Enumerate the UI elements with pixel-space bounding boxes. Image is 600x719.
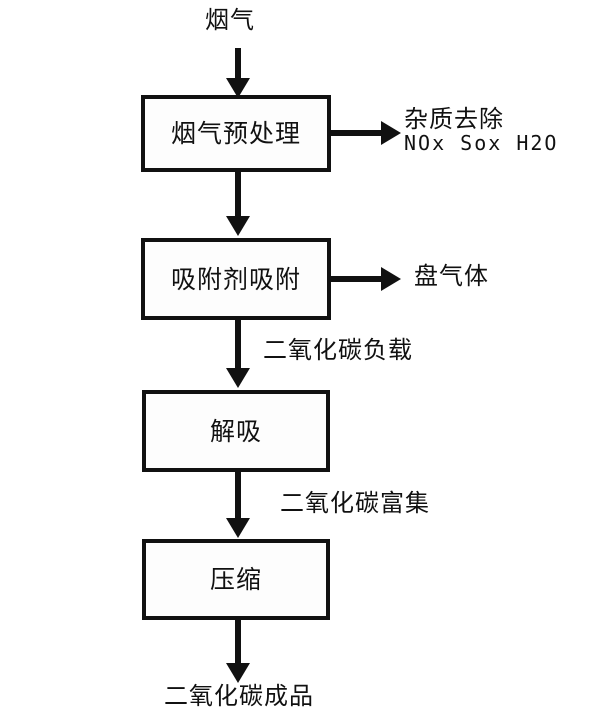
inlet-arrow-head — [226, 78, 250, 98]
process-box-pretreatment[interactable]: 烟气预处理 — [141, 95, 331, 172]
stream-label-co2-enriched: 二氧化碳富集 — [280, 489, 430, 517]
process-box-adsorption[interactable]: 吸附剂吸附 — [141, 238, 331, 320]
process-box-label: 烟气预处理 — [170, 119, 301, 148]
arrow-line-adsorption-to-desorption — [235, 320, 241, 370]
outlet-arrow-head — [226, 663, 250, 683]
process-box-label: 压缩 — [209, 565, 262, 594]
process-box-desorption[interactable]: 解吸 — [142, 390, 330, 472]
outlet-arrow-line — [235, 620, 241, 665]
arrow-line-pretreatment-to-adsorption — [235, 172, 241, 218]
impurity-removal-label-group: 杂质去除 NOx Sox H2O — [404, 105, 559, 156]
lean-gas-arrow-line — [331, 276, 383, 282]
process-box-compression[interactable]: 压缩 — [142, 539, 330, 620]
impurity-arrow-line — [331, 130, 383, 136]
arrow-head-desorption-to-compression — [226, 518, 250, 538]
inlet-label: 烟气 — [205, 6, 255, 34]
arrow-line-desorption-to-compression — [235, 472, 241, 521]
outlet-label: 二氧化碳成品 — [164, 682, 314, 710]
process-box-label: 吸附剂吸附 — [170, 264, 301, 294]
lean-gas-arrow-head — [381, 267, 401, 291]
arrow-head-pretreatment-to-adsorption — [226, 216, 250, 236]
arrow-head-adsorption-to-desorption — [226, 368, 250, 388]
impurity-removal-label: 杂质去除 — [404, 105, 504, 133]
inlet-arrow-line — [235, 48, 241, 80]
impurity-arrow-head — [381, 121, 401, 145]
stream-label-co2-loaded: 二氧化碳负载 — [263, 336, 413, 364]
process-box-label: 解吸 — [209, 416, 262, 446]
lean-gas-label: 盘气体 — [414, 262, 489, 290]
impurity-removal-sublabel: NOx Sox H2O — [404, 131, 559, 156]
